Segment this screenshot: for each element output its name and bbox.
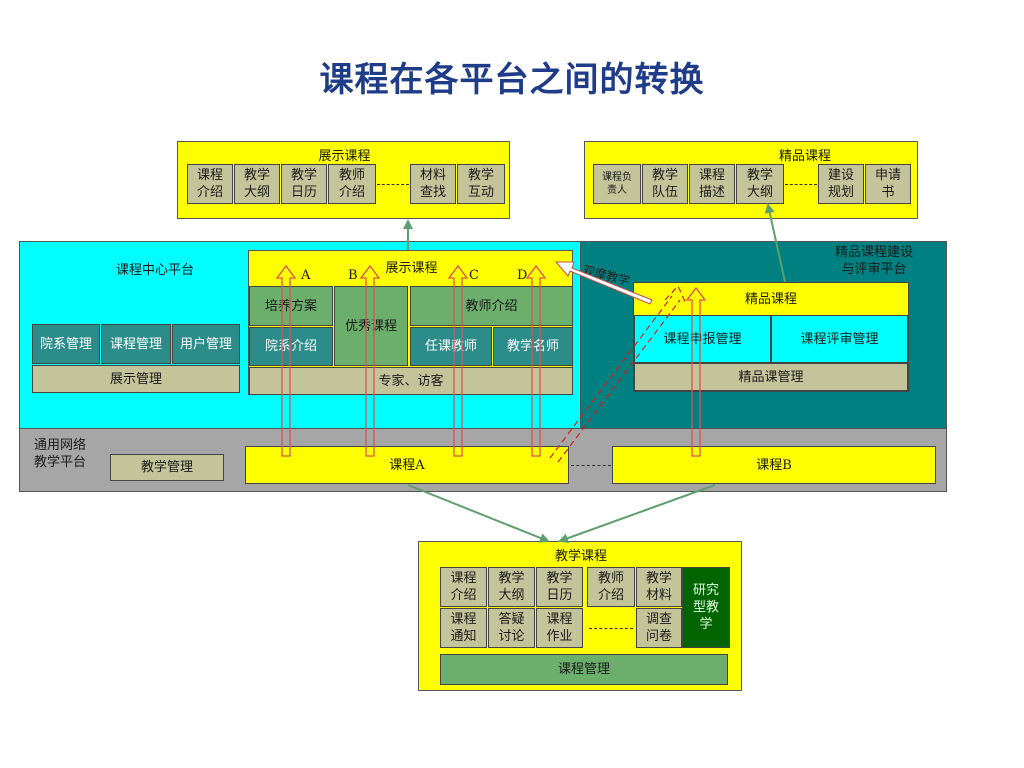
network-platform-label: 通用网络 教学平台	[34, 438, 87, 470]
quality-platform: 精品课程建设 与评审平台 精品课程 课程申报管理 课程评审管理 精品课管理	[580, 241, 947, 429]
display-top-item: 教学 大纲	[234, 164, 280, 204]
quality-course-top-header: 精品课程	[778, 149, 831, 164]
marker-c: C	[469, 268, 479, 283]
display-course-top-box: 展示课程 课程 介绍 教学 大纲 教学 日历 教师 介绍 材料 查找 教学 互动	[177, 141, 510, 219]
center-display-course-header: 展示课程	[385, 261, 438, 276]
teaching-item: 课程 通知	[440, 608, 487, 648]
quality-course-inner: 精品课程 课程申报管理 课程评审管理 精品课管理	[633, 282, 909, 392]
page-title: 课程在各平台之间的转换	[319, 60, 705, 100]
teaching-item: 课程 介绍	[440, 567, 487, 607]
quality-course-header: 精品课程	[634, 283, 908, 315]
marker-d: D	[517, 268, 528, 283]
course-a-box: 课程A	[245, 446, 569, 484]
experts-box: 专家、访客	[249, 367, 573, 395]
course-teacher-box: 任课教师	[410, 327, 492, 366]
display-top-item: 教学 日历	[281, 164, 327, 204]
center-platform: 课程中心平台 院系管理 课程管理 用户管理 展示管理 展示课程 A B C D …	[19, 241, 581, 429]
teaching-item: 课程 作业	[536, 608, 583, 648]
dashed-separator	[785, 184, 817, 185]
quality-course-top-box: 精品课程 课程负 责人 教学 队伍 课程 描述 教学 大纲 建设 规划 申请 书	[584, 141, 918, 219]
display-top-item: 教师 介绍	[328, 164, 376, 204]
quality-top-item: 课程 描述	[689, 164, 735, 204]
display-course-top-header: 展示课程	[318, 149, 371, 164]
teaching-mgmt-box: 教学管理	[110, 454, 224, 481]
quality-top-item: 申请 书	[865, 164, 911, 204]
review-mgmt-box: 课程评审管理	[771, 315, 908, 363]
mgmt-box: 院系管理	[32, 324, 100, 364]
display-top-item: 教学 互动	[457, 164, 505, 204]
quality-mgmt-box: 精品课管理	[634, 363, 908, 391]
mgmt-box: 用户管理	[172, 324, 240, 364]
display-top-item: 材料 查找	[410, 164, 456, 204]
excellent-course-box: 优秀课程	[334, 286, 408, 366]
center-display-course: 展示课程 A B C D 培养方案 优秀课程 教师介绍 院系介绍 任课教师 教学…	[248, 250, 573, 395]
teaching-item: 教师 介绍	[587, 567, 635, 607]
teaching-item: 调查 问卷	[636, 608, 682, 648]
quality-top-item: 建设 规划	[818, 164, 864, 204]
quality-top-item: 课程负 责人	[593, 164, 641, 204]
network-platform: 通用网络 教学平台 教学管理 课程A 课程B	[19, 428, 947, 492]
teacher-intro-box: 教师介绍	[410, 286, 573, 326]
teaching-item: 教学 材料	[636, 567, 682, 607]
quality-top-item: 教学 大纲	[736, 164, 784, 204]
course-b-box: 课程B	[612, 446, 936, 484]
teaching-item: 教学 日历	[536, 567, 583, 607]
teaching-course-box: 教学课程 课程 介绍 教学 大纲 教学 日历 教师 介绍 教学 材料 课程 通知…	[418, 541, 742, 691]
apply-mgmt-box: 课程申报管理	[634, 315, 771, 363]
dashed-separator	[571, 465, 611, 466]
course-mgmt-box: 课程管理	[440, 654, 728, 685]
quality-top-item: 教学 队伍	[642, 164, 688, 204]
research-teaching-box: 研究 型教 学	[682, 567, 730, 648]
famous-teacher-box: 教学名师	[493, 327, 573, 366]
arrow-course-b-to-teaching	[558, 484, 716, 543]
marker-a: A	[301, 268, 311, 283]
display-top-item: 课程 介绍	[187, 164, 233, 204]
quality-platform-label: 精品课程建设 与评审平台	[834, 245, 913, 277]
center-platform-label: 课程中心平台	[115, 263, 194, 278]
dashed-separator	[589, 628, 633, 629]
mgmt-box: 课程管理	[101, 324, 171, 364]
teaching-item: 答疑 讨论	[488, 608, 535, 648]
arrow-course-a-to-teaching	[407, 484, 550, 543]
display-mgmt-box: 展示管理	[32, 365, 240, 393]
teaching-course-header: 教学课程	[554, 549, 607, 564]
dashed-separator	[377, 184, 409, 185]
dept-intro-box: 院系介绍	[249, 327, 333, 366]
teaching-item: 教学 大纲	[488, 567, 535, 607]
marker-b: B	[348, 268, 358, 283]
training-plan-box: 培养方案	[249, 286, 333, 326]
